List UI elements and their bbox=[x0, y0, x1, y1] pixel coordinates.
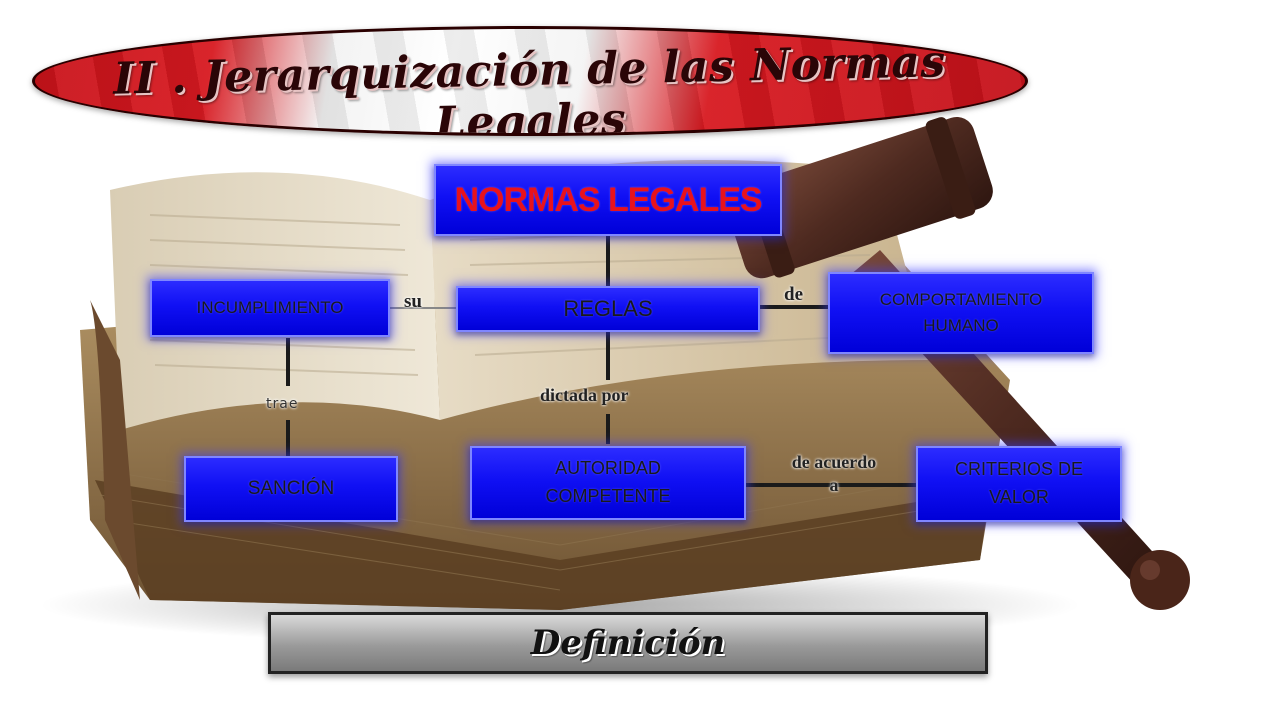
connector-autoridad-criterios bbox=[746, 483, 916, 487]
node-normas-legales-label: NORMAS LEGALES bbox=[454, 180, 762, 219]
node-sancion-label: SANCIÓN bbox=[247, 478, 335, 500]
connector-normas-reglas bbox=[606, 236, 610, 286]
link-label-de-acuerdo-a: de acuerdo a bbox=[768, 451, 900, 496]
node-criterios-line-2: VALOR bbox=[989, 487, 1049, 507]
node-incumplimiento-label: INCUMPLIMIENTO bbox=[196, 297, 344, 317]
link-label-su: su bbox=[404, 291, 422, 312]
node-criterios-de-valor-label: CRITERIOS DE VALOR bbox=[955, 456, 1083, 512]
node-autoridad-competente-label: AUTORIDAD COMPETENTE bbox=[545, 455, 670, 511]
node-comportamiento-humano: COMPORTAMIENTO HUMANO bbox=[828, 272, 1094, 354]
link-label-dictada-por: dictada por bbox=[540, 385, 629, 405]
node-comportamiento-line-1: COMPORTAMIENTO bbox=[879, 289, 1043, 309]
connector-reglas-comportamiento bbox=[760, 305, 828, 309]
flag-texture bbox=[35, 29, 1025, 133]
node-autoridad-line-2: COMPETENTE bbox=[545, 486, 671, 506]
node-sancion: SANCIÓN bbox=[184, 456, 398, 522]
node-criterios-line-1: CRITERIOS DE bbox=[954, 459, 1083, 480]
node-normas-legales: NORMAS LEGALES bbox=[434, 164, 782, 236]
node-autoridad-line-1: AUTORIDAD bbox=[555, 458, 661, 479]
link-label-de-acuerdo-line-2: a bbox=[829, 474, 839, 495]
footer-definicion-label: Definición bbox=[530, 623, 726, 663]
footer-definicion-bar: Definición bbox=[268, 612, 988, 674]
link-label-trae: trae bbox=[266, 396, 299, 412]
connector-reglas-autoridad-top bbox=[606, 332, 610, 380]
node-autoridad-competente: AUTORIDAD COMPETENTE bbox=[470, 446, 746, 520]
node-comportamiento-line-2: HUMANO bbox=[923, 316, 999, 335]
connector-incumplimiento-reglas bbox=[390, 307, 456, 309]
node-reglas: REGLAS bbox=[456, 286, 760, 332]
connector-incumplimiento-sancion-bottom bbox=[286, 420, 290, 456]
title-banner: II . Jerarquización de las Normas Legale… bbox=[32, 26, 1028, 136]
node-incumplimiento: INCUMPLIMIENTO bbox=[150, 279, 390, 337]
link-label-de: de bbox=[784, 284, 803, 305]
node-reglas-label: REGLAS bbox=[563, 295, 653, 321]
node-comportamiento-humano-label: COMPORTAMIENTO HUMANO bbox=[880, 287, 1042, 340]
connector-incumplimiento-sancion-top bbox=[286, 338, 290, 386]
link-label-de-acuerdo-line-1: de acuerdo bbox=[791, 452, 877, 472]
connector-reglas-autoridad-bottom bbox=[606, 414, 610, 444]
node-criterios-de-valor: CRITERIOS DE VALOR bbox=[916, 446, 1122, 522]
